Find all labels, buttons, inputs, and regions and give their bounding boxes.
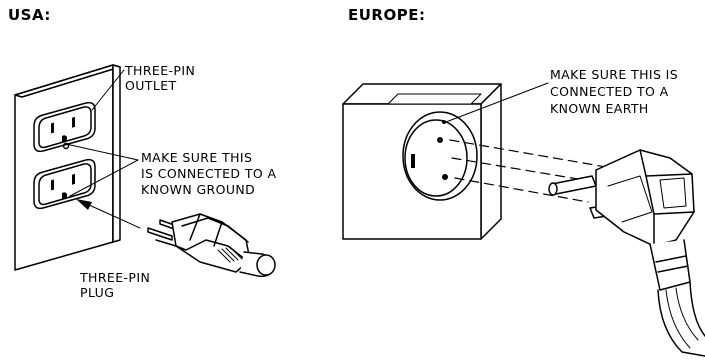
three-pin-outlet-label: THREE-PIN OUTLET [125,63,196,93]
usa-heading: USA: [8,6,51,24]
usa-three-pin-plug [148,214,275,276]
usa-ground-note: MAKE SURE THIS IS CONNECTED TO A KNOWN G… [141,150,277,197]
europe-leader-line [446,83,548,122]
three-pin-plug-label: THREE-PIN PLUG [80,270,151,300]
usa-outlet [34,103,95,209]
europe-socket-box [343,84,501,239]
europe-earth-note: MAKE SURE THIS IS CONNECTED TO A KNOWN E… [550,67,679,116]
europe-plug [549,150,705,356]
usa-leader-lines [66,70,138,196]
alignment-arrow [76,199,140,228]
europe-heading: EUROPE: [348,6,426,24]
europe-alignment-dashes [450,140,612,202]
